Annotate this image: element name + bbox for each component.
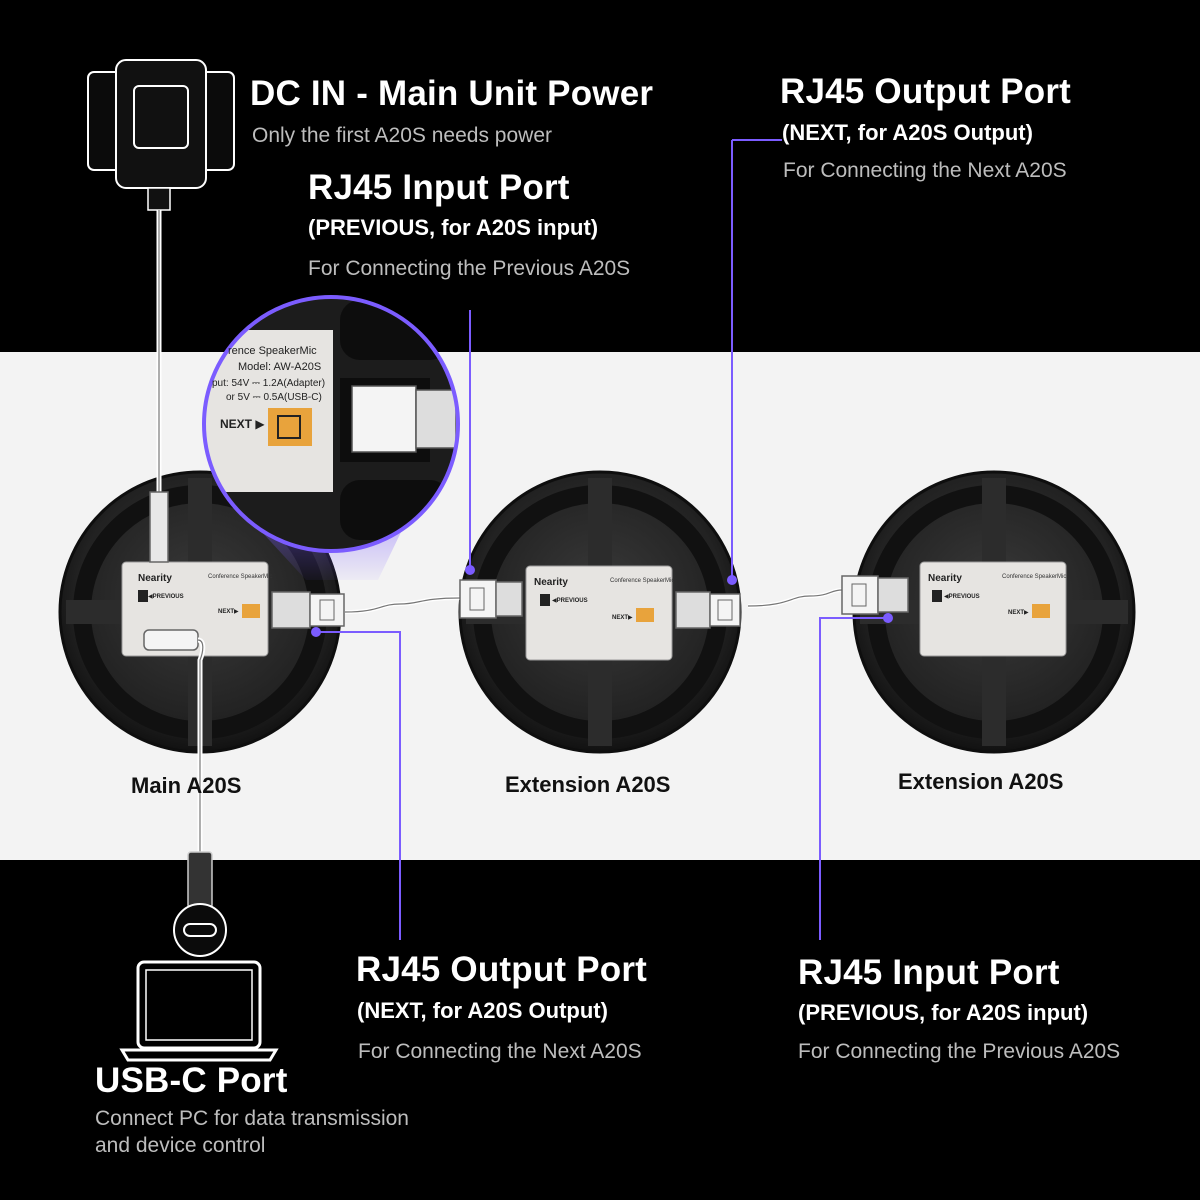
product-label: Conference SpeakerMic: [208, 574, 272, 580]
next-port-indicator: [636, 608, 654, 622]
rj45-output-top-subtitle: (NEXT, for A20S Output): [782, 120, 1033, 145]
extension-a20s-label: Extension A20S: [898, 769, 1064, 794]
zoom-detail: [202, 295, 460, 553]
extension-a20s-unit-2: [852, 470, 1136, 754]
usb-c-desc-line2: and device control: [95, 1134, 266, 1157]
rj45-input-bottom-title: RJ45 Input Port: [798, 953, 1060, 992]
usb-c-plug: [143, 629, 199, 651]
rj45-cable-1: [344, 596, 461, 614]
dc-in-desc: Only the first A20S needs power: [252, 124, 552, 147]
main-a20s-label: Main A20S: [131, 773, 242, 798]
input-port-marker: [465, 565, 475, 575]
zoom-input-usb-text: or 5V ⎓ 0.5A(USB-C): [226, 392, 322, 403]
next-label: NEXT▶: [612, 615, 633, 621]
usb-c-desc-line1: Connect PC for data transmission: [95, 1107, 409, 1130]
rj45-plug-icon: [271, 591, 345, 629]
previous-label: ◀PREVIOUS: [552, 598, 588, 604]
port-icon: [138, 590, 148, 602]
rj45-output-bottom-subtitle: (NEXT, for A20S Output): [357, 998, 608, 1023]
rj45-plug-icon: [841, 575, 909, 615]
next-label: NEXT▶: [1008, 610, 1029, 616]
rj45-input-top-title: RJ45 Input Port: [308, 168, 570, 207]
callout-lines: [316, 139, 888, 940]
dc-plug: [149, 491, 169, 563]
input-port-marker: [883, 613, 893, 623]
usb-c-title: USB-C Port: [95, 1061, 288, 1100]
previous-label: ◀PREVIOUS: [944, 594, 980, 600]
rj45-input-top-desc: For Connecting the Previous A20S: [308, 257, 631, 280]
usb-c-connector: [187, 851, 213, 909]
power-adapter-icon: [87, 59, 235, 211]
rj45-plug-icon: [675, 591, 741, 629]
next-port-indicator: [242, 604, 260, 618]
next-label: NEXT▶: [218, 609, 239, 615]
zoom-product-text: rence SpeakerMic: [228, 345, 317, 357]
rj45-output-bottom-title: RJ45 Output Port: [356, 950, 647, 989]
next-port-indicator: [1032, 604, 1050, 618]
port-icon: [932, 590, 942, 602]
zoom-model-text: Model: AW-A20S: [238, 361, 321, 373]
product-label: Conference SpeakerMic: [610, 578, 674, 584]
rj45-input-bottom-subtitle: (PREVIOUS, for A20S input): [798, 1000, 1089, 1025]
usb-c-icon: [173, 903, 227, 957]
product-label: Conference SpeakerMic: [1002, 574, 1066, 580]
rj45-input-top-subtitle: (PREVIOUS, for A20S input): [308, 215, 599, 240]
brand-label: Nearity: [138, 573, 172, 584]
zoom-next-label: NEXT ▶: [220, 417, 265, 431]
rj45-output-bottom-desc: For Connecting the Next A20S: [358, 1040, 642, 1063]
output-port-marker: [311, 627, 321, 637]
output-port-marker: [727, 575, 737, 585]
brand-label: Nearity: [928, 573, 962, 584]
rj45-output-top-title: RJ45 Output Port: [780, 72, 1071, 111]
rj45-input-bottom-desc: For Connecting the Previous A20S: [798, 1040, 1121, 1063]
previous-label: ◀PREVIOUS: [148, 594, 184, 600]
rj45-output-top-desc: For Connecting the Next A20S: [783, 159, 1067, 182]
port-icon: [540, 594, 550, 606]
extension-a20s-label: Extension A20S: [505, 772, 671, 797]
laptop-icon: [119, 960, 279, 1062]
brand-label: Nearity: [534, 577, 568, 588]
dc-in-title: DC IN - Main Unit Power: [250, 74, 654, 113]
zoom-input-text: put: 54V ⎓ 1.2A(Adapter): [212, 378, 325, 389]
rj45-plug-icon: [459, 579, 523, 619]
